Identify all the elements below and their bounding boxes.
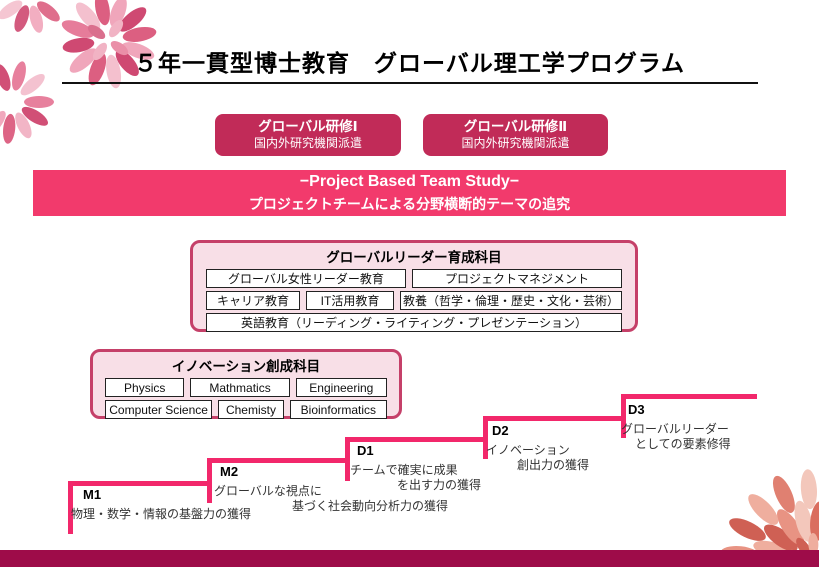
stair-desc-d3-line2: としての要素修得 (635, 437, 731, 451)
innovation-subjects-panel: イノベーション創成科目 Physics Mathmatics Engineeri… (90, 349, 402, 419)
innovation-panel-title: イノベーション創成科目 (171, 359, 321, 374)
project-banner-subtitle: プロジェクトチームによる分野横断的テーマの追究 (248, 195, 571, 212)
leader-subjects-panel: グローバルリーダー育成科目 グローバル女性リーダー教育 プロジェクトマネジメント… (190, 240, 638, 332)
stair-label-d3: D3 (628, 402, 645, 417)
global-training-2-title: グローバル研修Ⅱ (463, 119, 568, 135)
leader-panel-title: グローバルリーダー育成科目 (326, 250, 502, 265)
project-banner: −Project Based Team Study− プロジェクトチームによる分… (33, 170, 786, 216)
stair-desc-d2-line1: イノベーション (486, 443, 570, 457)
footer-bar (0, 550, 819, 567)
subject-cell: Bioinformatics (289, 400, 387, 419)
subject-cell: 教養（哲学・倫理・歴史・文化・芸術） (400, 291, 622, 310)
stair-desc-m2-line2: 基づく社会動向分析力の獲得 (292, 499, 449, 513)
stair-desc-d3-line1: グローバルリーダー (621, 422, 729, 436)
stair-label-m1: M1 (83, 487, 102, 502)
global-training-2-box: グローバル研修Ⅱ 国内外研究機関派遣 (423, 114, 608, 156)
subject-cell: Computer Science (105, 400, 213, 419)
stair-desc-d2-line2: 創出力の獲得 (517, 458, 590, 472)
innovation-panel-row-1: Physics Mathmatics Engineering (105, 378, 387, 397)
subject-cell: IT活用教育 (306, 291, 394, 310)
leader-panel-row-1: グローバル女性リーダー教育 プロジェクトマネジメント (205, 269, 623, 288)
project-banner-title: −Project Based Team Study− (299, 172, 520, 190)
page-title: ５年一貫型博士教育 グローバル理工学プログラム (133, 50, 686, 76)
flower-decoration-top-left (0, 0, 157, 144)
stair-desc-d1-line2: を出す力の獲得 (397, 478, 482, 492)
global-training-2-subtitle: 国内外研究機関派遣 (461, 135, 570, 150)
subject-cell: Physics (105, 378, 185, 397)
global-training-1-box: グローバル研修Ⅰ 国内外研究機関派遣 (215, 114, 401, 156)
subject-cell: プロジェクトマネジメント (412, 269, 622, 288)
title-underline (62, 82, 758, 84)
stair-label-d1: D1 (357, 443, 374, 458)
subject-cell: Mathmatics (190, 378, 290, 397)
subject-cell: キャリア教育 (206, 291, 300, 310)
stair-desc-m1: 物理・数学・情報の基盤力の獲得 (71, 507, 252, 521)
global-training-1-subtitle: 国内外研究機関派遣 (253, 135, 362, 150)
subject-cell: Engineering (295, 378, 387, 397)
subject-cell: グローバル女性リーダー教育 (206, 269, 406, 288)
leader-panel-row-3: 英語教育（リーディング・ライティング・プレゼンテーション） (205, 313, 623, 332)
leader-panel-row-2: キャリア教育 IT活用教育 教養（哲学・倫理・歴史・文化・芸術） (205, 291, 623, 310)
stair-label-d2: D2 (492, 423, 509, 438)
stair-label-m2: M2 (220, 464, 239, 479)
global-training-1-title: グローバル研修Ⅰ (258, 119, 358, 135)
innovation-panel-row-2: Computer Science Chemisty Bioinformatics (105, 400, 387, 419)
stair-desc-d1-line1: チームで確実に成果 (350, 463, 458, 477)
stair-desc-m2-line1: グローバルな視点に (214, 484, 322, 498)
subject-cell: Chemisty (218, 400, 284, 419)
subject-cell: 英語教育（リーディング・ライティング・プレゼンテーション） (206, 313, 622, 332)
